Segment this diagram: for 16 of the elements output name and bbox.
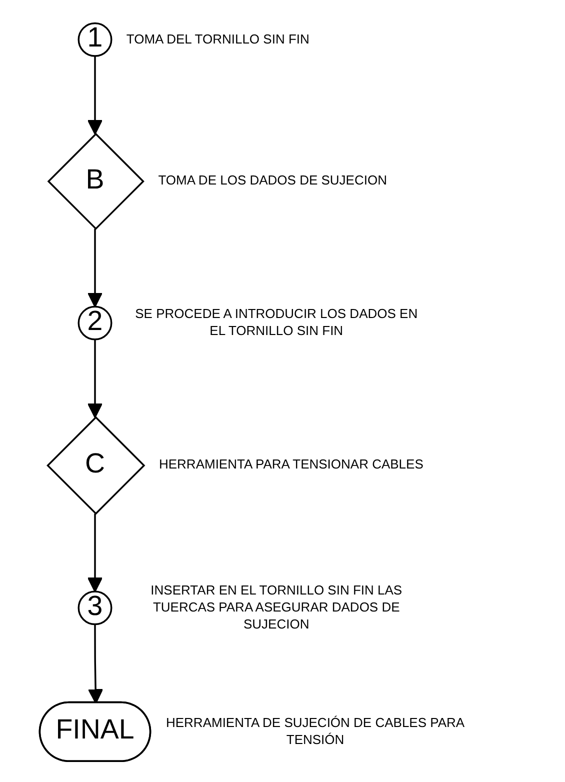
- arrow: [87, 514, 103, 592]
- arrow: [87, 56, 103, 135]
- arrow: [87, 339, 103, 418]
- arrow: [88, 624, 104, 704]
- step-description: TOMA DEL TORNILLO SIN FIN: [126, 31, 310, 48]
- node-circle: 2: [78, 306, 112, 340]
- step-description: HERRAMIENTA PARA TENSIONAR CABLES: [158, 457, 424, 474]
- arrow: [87, 228, 103, 308]
- step-description: HERRAMIENTA DE SUJECIÓN DE CABLES PARA TENSIÓN: [165, 714, 466, 749]
- step-description: SE PROCEDE A INTRODUCIR LOS DADOS EN EL TORNILLO SIN FIN: [134, 306, 419, 340]
- node-diamond: B: [47, 132, 144, 230]
- step-description: TOMA DE LOS DADOS DE SUJECION: [158, 172, 387, 190]
- node-diamond: C: [46, 416, 146, 515]
- node-circle: 3: [78, 590, 112, 626]
- node-circle: 1: [78, 22, 112, 57]
- step-description: INSERTAR EN EL TORNILLO SIN FIN LAS TUERCAS PARA ASEGURAR DADOS DE SUJECION: [150, 582, 404, 634]
